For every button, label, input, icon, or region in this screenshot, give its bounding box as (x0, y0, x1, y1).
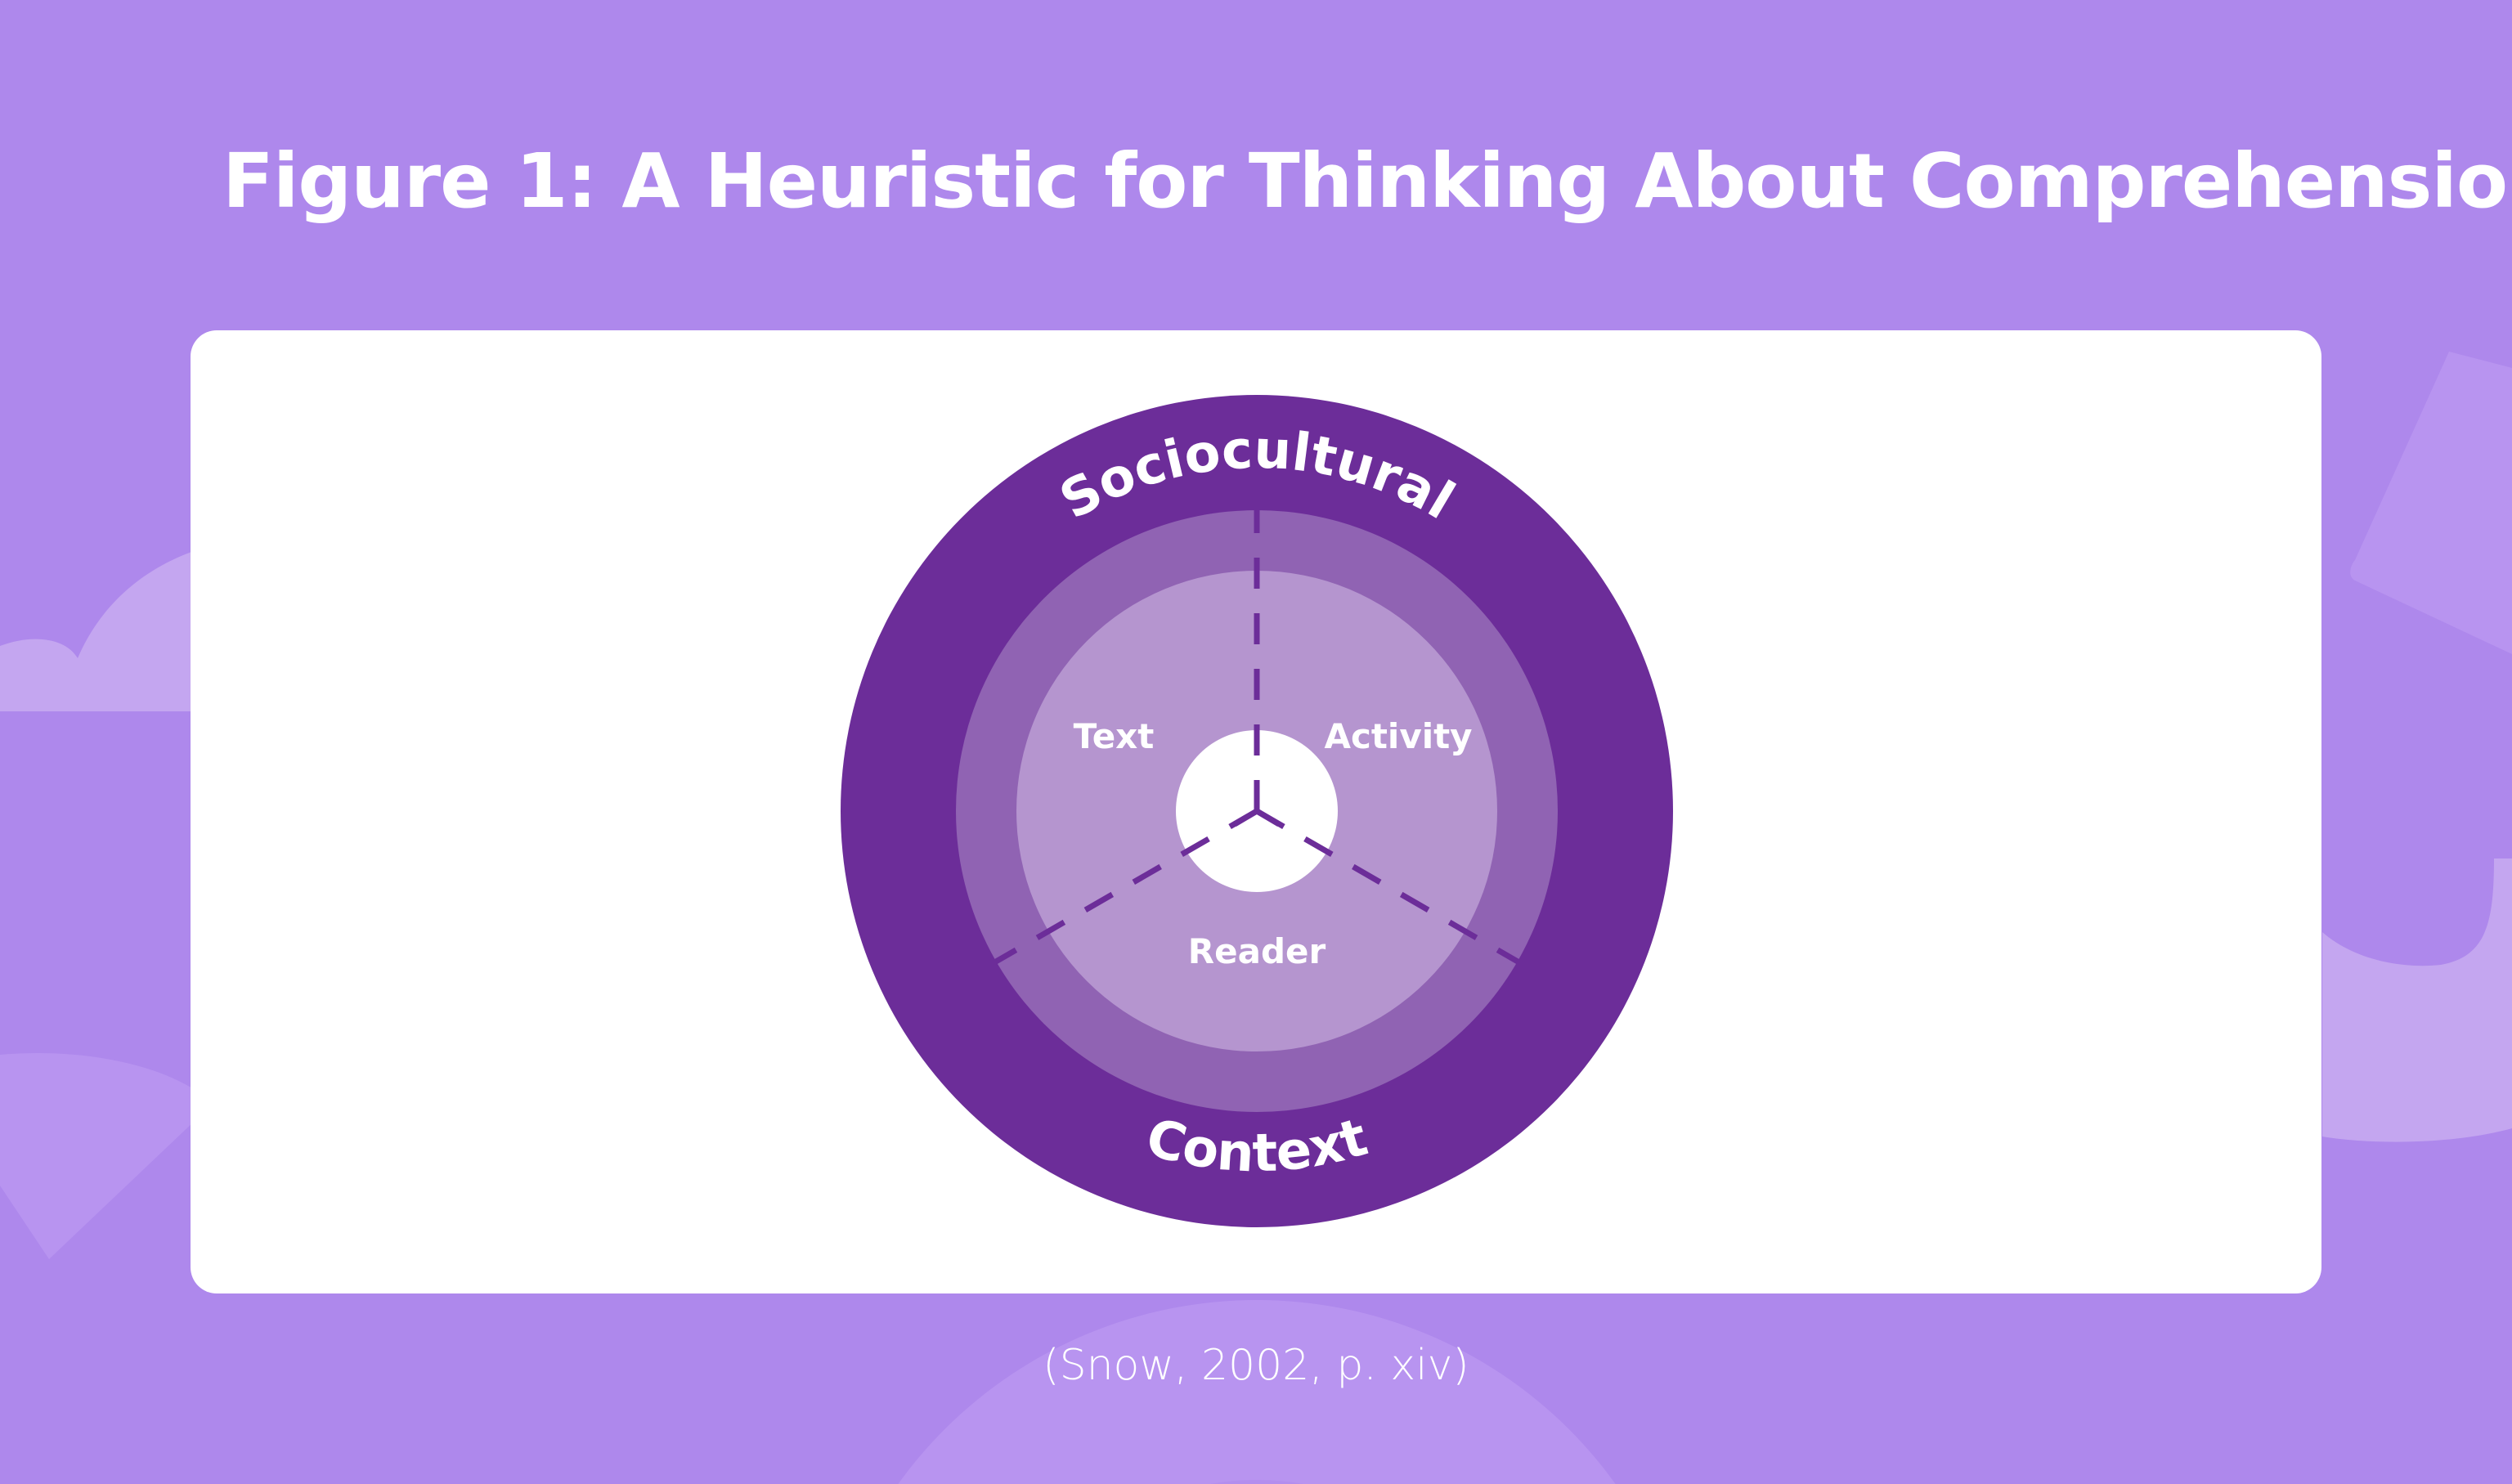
ring-arc-shape (2322, 859, 2512, 1142)
cloud-shape (0, 540, 245, 711)
rect-shape (2350, 352, 2512, 654)
divider-lower-left (994, 808, 1258, 965)
divider-lower-right (1255, 808, 1519, 965)
center-junction (1233, 785, 1281, 827)
label-activity: Activity (1324, 716, 1472, 756)
dashed-dividers (994, 510, 1519, 965)
page-title: Figure 1: A Heuristic for Thinking About… (222, 137, 2512, 225)
bottom-circle-inner-shape (1210, 1480, 1303, 1484)
label-reader: Reader (1188, 931, 1326, 971)
wedge-shape (0, 1053, 213, 1259)
citation: (Snow, 2002, p. xiv) (1043, 1341, 1469, 1390)
bottom-circle-shape (898, 1300, 1616, 1484)
label-text: Text (1074, 716, 1155, 756)
